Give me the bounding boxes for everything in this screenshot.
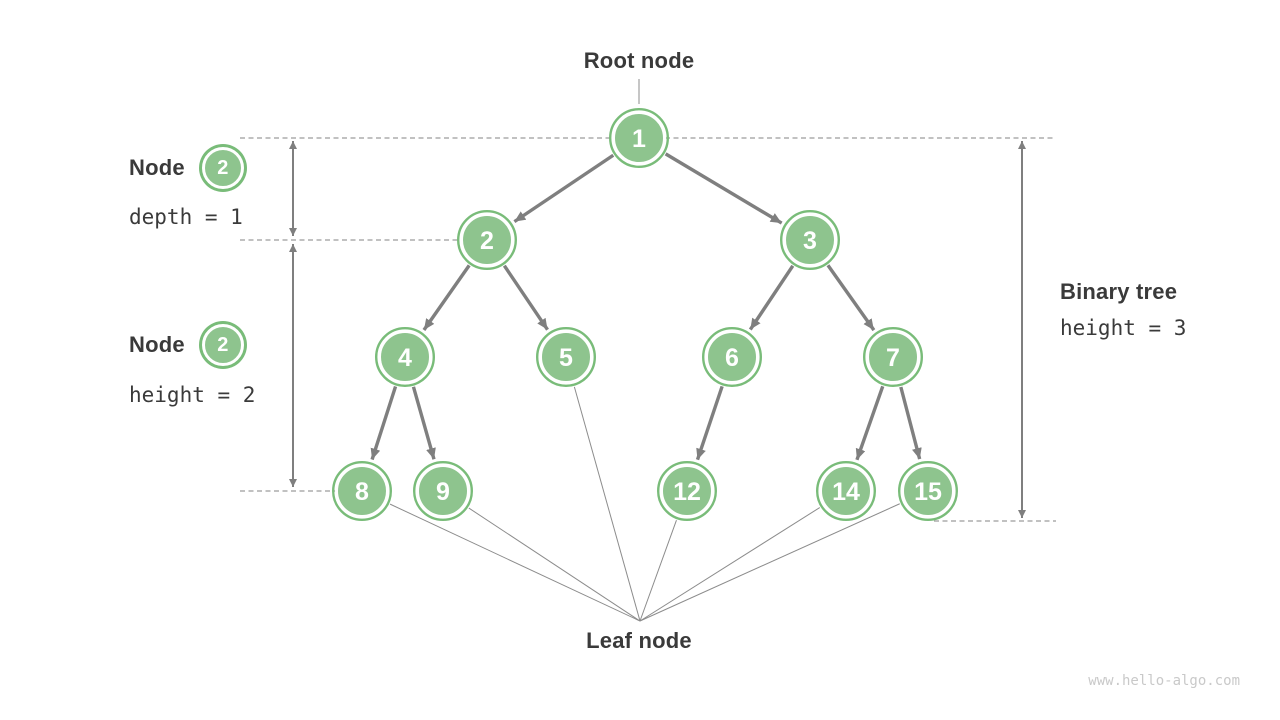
node-circle [783, 213, 837, 267]
node-ring [536, 327, 597, 388]
leaf-connector-line [639, 507, 821, 622]
tree-node-3: 3 [780, 209, 841, 270]
node-ring [413, 461, 474, 522]
tree-node-value: 12 [673, 478, 701, 506]
node-badge-icon: 2 [201, 324, 244, 366]
node-circle [539, 330, 593, 384]
node-ring [332, 461, 393, 522]
node-badge-value: 2 [217, 333, 229, 356]
tree-node-value: 1 [632, 125, 646, 153]
node-ring [457, 209, 518, 270]
tree-edge-1-2 [513, 153, 615, 224]
leaf-connector-line [639, 503, 900, 622]
node-ring [657, 461, 718, 522]
node-height-annotation: Node 2 [129, 323, 244, 367]
tree-edge-7-15 [899, 386, 922, 460]
node-ring [816, 461, 877, 522]
tree-node-8: 8 [332, 461, 393, 522]
watermark: www.hello-algo.com [1088, 673, 1240, 689]
tree-node-value: 14 [832, 478, 860, 506]
root-node-label: Root node [583, 48, 695, 73]
node-annotation-title: Node [129, 155, 185, 180]
node-depth-annotation: Node 2 [129, 146, 244, 190]
leaf-node-label: Leaf node [586, 628, 692, 653]
leaf-connector-line [639, 519, 677, 622]
tree-edge-4-8 [370, 385, 398, 461]
node-circle [378, 330, 432, 384]
tree-height-value-label: height = 3 [1060, 316, 1187, 340]
node-ring [863, 327, 924, 388]
depth-value-label: depth = 1 [129, 205, 243, 229]
tree-node-6: 6 [702, 327, 763, 388]
node-badge-value: 2 [217, 156, 229, 179]
node-ring [609, 107, 670, 168]
tree-node-value: 3 [803, 227, 817, 255]
node-circle [660, 464, 714, 518]
node-ring [702, 327, 763, 388]
tree-edge-2-5 [502, 264, 549, 331]
tree-node-15: 15 [898, 461, 959, 522]
tree-node-value: 5 [559, 344, 573, 372]
node-ring [375, 327, 436, 388]
tree-edge-2-4 [422, 264, 471, 331]
tree-node-5: 5 [536, 327, 597, 388]
tree-node-value: 4 [398, 344, 412, 372]
tree-node-value: 8 [355, 478, 369, 506]
node-ring [780, 209, 841, 270]
tree-edge-3-6 [748, 264, 795, 331]
node-circle [866, 330, 920, 384]
node-circle [335, 464, 389, 518]
tree-edge-6-12 [695, 385, 724, 461]
tree-node-1: 1 [609, 107, 670, 168]
tree-node-2: 2 [457, 209, 518, 270]
tree-node-value: 2 [480, 227, 494, 255]
leaf-connector-line [468, 507, 641, 622]
leaf-connector-line [573, 386, 641, 622]
node-circle [416, 464, 470, 518]
tree-node-12: 12 [657, 461, 718, 522]
binary-tree-label: Binary tree [1060, 279, 1178, 304]
tree-edge-4-9 [411, 386, 436, 460]
node-circle [705, 330, 759, 384]
tree-node-14: 14 [816, 461, 877, 522]
tree-node-9: 9 [413, 461, 474, 522]
node-circle [901, 464, 955, 518]
node-circle [612, 111, 666, 165]
tree-edge-3-7 [826, 264, 876, 332]
leaf-connector-line [389, 503, 641, 622]
tree-node-value: 6 [725, 344, 739, 372]
tree-node-value: 15 [914, 478, 942, 506]
node-height-value-label: height = 2 [129, 383, 256, 407]
tree-node-value: 9 [436, 478, 450, 506]
tree-node-4: 4 [375, 327, 436, 388]
tree-edge-7-14 [855, 385, 885, 461]
node-circle [819, 464, 873, 518]
tree-edge-1-3 [664, 152, 783, 225]
tree-node-7: 7 [863, 327, 924, 388]
node-ring [898, 461, 959, 522]
node-annotation-title: Node [129, 332, 185, 357]
node-badge-icon: 2 [201, 147, 244, 189]
tree-node-value: 7 [886, 344, 900, 372]
node-circle [460, 213, 514, 267]
